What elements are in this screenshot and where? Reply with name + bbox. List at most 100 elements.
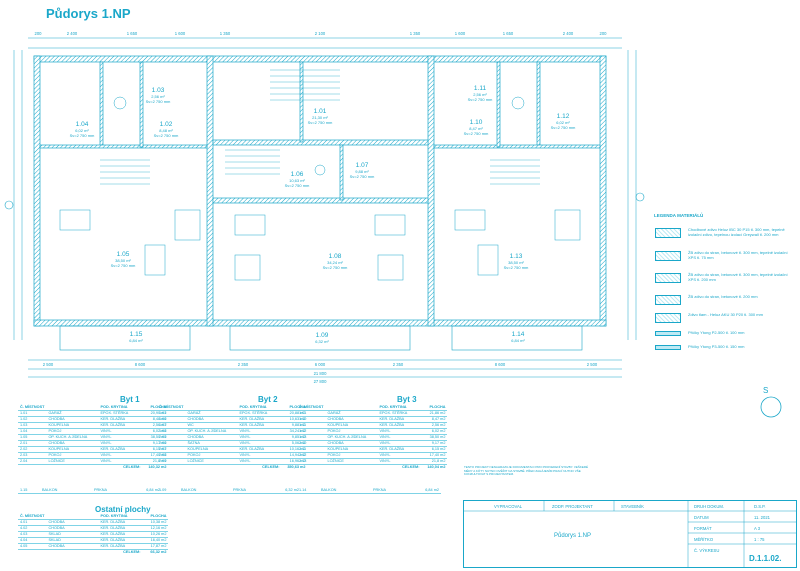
top-dim-1: 2 400 xyxy=(67,31,78,36)
legend-swatch-icon xyxy=(655,345,681,350)
legend-item-4: ŽB zdivo do stran, betonové tl. 200 mm xyxy=(655,294,795,306)
svg-text:1.10: 1.10 xyxy=(470,119,483,126)
legend-item-1: Chodbové zdivo Heluz IBC 30 P15 tl. 300 … xyxy=(655,227,795,247)
svg-text:1.04: 1.04 xyxy=(76,121,89,128)
svg-text:1.06: 1.06 xyxy=(291,171,304,178)
tb-druh: DRUH DOKUM. xyxy=(694,504,725,509)
tb-stavebnik: STAVEBNÍK xyxy=(621,504,644,509)
legend-swatch-icon xyxy=(655,295,681,305)
table-sum-row: CELKEM:350,63 m2 xyxy=(262,465,306,469)
svg-text:Sv=2 750 mm: Sv=2 750 mm xyxy=(111,263,136,268)
legend-swatch-icon xyxy=(655,273,681,283)
north-arrow: S xyxy=(757,383,785,424)
svg-text:Sv=2 750 mm: Sv=2 750 mm xyxy=(551,125,576,130)
col-header: PLOCHA xyxy=(142,514,169,520)
bottom-total-2: 27 800 xyxy=(314,379,327,384)
ostatni-title: Ostatní plochy xyxy=(95,505,151,514)
col-header: POD. KRYTINA xyxy=(98,514,143,520)
compass-icon: S xyxy=(760,386,782,418)
svg-text:38,50 m²: 38,50 m² xyxy=(508,260,524,265)
col-header: POD. KRYTINA xyxy=(377,405,422,411)
bottom-dim-0: 2 500 xyxy=(43,362,54,367)
svg-text:1.05: 1.05 xyxy=(117,251,130,258)
dimension-lines xyxy=(13,37,637,378)
table-sum-row: CELKEM:140,04 m2 xyxy=(402,465,446,469)
top-dim-3: 1 600 xyxy=(175,31,186,36)
col-header: Č. MÍSTNOST xyxy=(18,405,47,411)
svg-text:1.01: 1.01 xyxy=(314,108,327,115)
top-dim-5: 2 100 xyxy=(315,31,326,36)
byt3-title: Byt 3 xyxy=(397,395,417,404)
bottom-dim-5: 8 600 xyxy=(495,362,506,367)
top-dim-7: 1 600 xyxy=(455,31,466,36)
bottom-dim-3: 6 000 xyxy=(315,362,326,367)
svg-text:Sv=2 750 mm: Sv=2 750 mm xyxy=(70,133,95,138)
svg-text:1.02: 1.02 xyxy=(160,121,173,128)
svg-text:Sv=2 750 mm: Sv=2 750 mm xyxy=(350,174,375,179)
room-1-15: 1.156,84 m² xyxy=(129,331,143,343)
svg-text:8,48 m²: 8,48 m² xyxy=(159,128,173,133)
svg-text:Sv=2 750 mm: Sv=2 750 mm xyxy=(285,183,310,188)
svg-text:Sv=2 750 mm: Sv=2 750 mm xyxy=(464,131,489,136)
page-title: Půdorys 1.NP xyxy=(46,6,131,21)
bottom-dim-4: 2 350 xyxy=(393,362,404,367)
room-1-14: 1.146,84 m² xyxy=(511,331,525,343)
svg-text:1.14: 1.14 xyxy=(512,331,525,338)
tb-zodp: ZODP. PROJEKTANT xyxy=(552,504,593,509)
svg-text:34,24 m²: 34,24 m² xyxy=(327,260,343,265)
bottom-dim-2: 2 350 xyxy=(238,362,249,367)
stairs xyxy=(100,69,540,185)
col-header: PLOCHA xyxy=(421,405,448,411)
svg-text:Sv=2 750 mm: Sv=2 750 mm xyxy=(146,99,171,104)
svg-text:21,30 m²: 21,30 m² xyxy=(312,115,328,120)
legend-swatch-icon xyxy=(655,313,681,323)
svg-text:1.08: 1.08 xyxy=(329,253,342,260)
tb-format-val: A 3 xyxy=(754,526,761,531)
byt2-title: Byt 2 xyxy=(258,395,278,404)
svg-text:10,63 m²: 10,63 m² xyxy=(289,178,305,183)
col-header: POD. KRYTINA xyxy=(237,405,282,411)
bottom-total: 21 800 xyxy=(314,371,327,376)
table-sum-row: CELKEM:66,32 m2 xyxy=(123,550,167,554)
tb-cv-val: D.1.1.02. xyxy=(749,554,782,563)
col-header: Č. MÍSTNOST xyxy=(157,405,186,411)
top-dim-4: 1 350 xyxy=(220,31,231,36)
project-note: TENTO PROJEKT NENAHRAZUJE DOKUMENTACI PR… xyxy=(464,465,589,477)
svg-text:1.03: 1.03 xyxy=(152,87,165,94)
legend-swatch-icon xyxy=(655,228,681,238)
tb-cv: Č. VÝKRESU xyxy=(694,548,720,553)
legend-item-3: ŽB zdivo do stran, betonové tl. 300 mm, … xyxy=(655,272,795,290)
top-dim-2: 1 650 xyxy=(127,31,138,36)
section-marker-right xyxy=(635,192,645,202)
top-dim-0: 200 xyxy=(35,31,43,36)
title-block: VYPRACOVAL ZODP. PROJEKTANT STAVEBNÍK DR… xyxy=(463,500,797,568)
tb-meritko: MĚŘÍTKO xyxy=(694,537,714,542)
furniture xyxy=(59,96,581,281)
svg-text:6,02 m²: 6,02 m² xyxy=(556,120,570,125)
